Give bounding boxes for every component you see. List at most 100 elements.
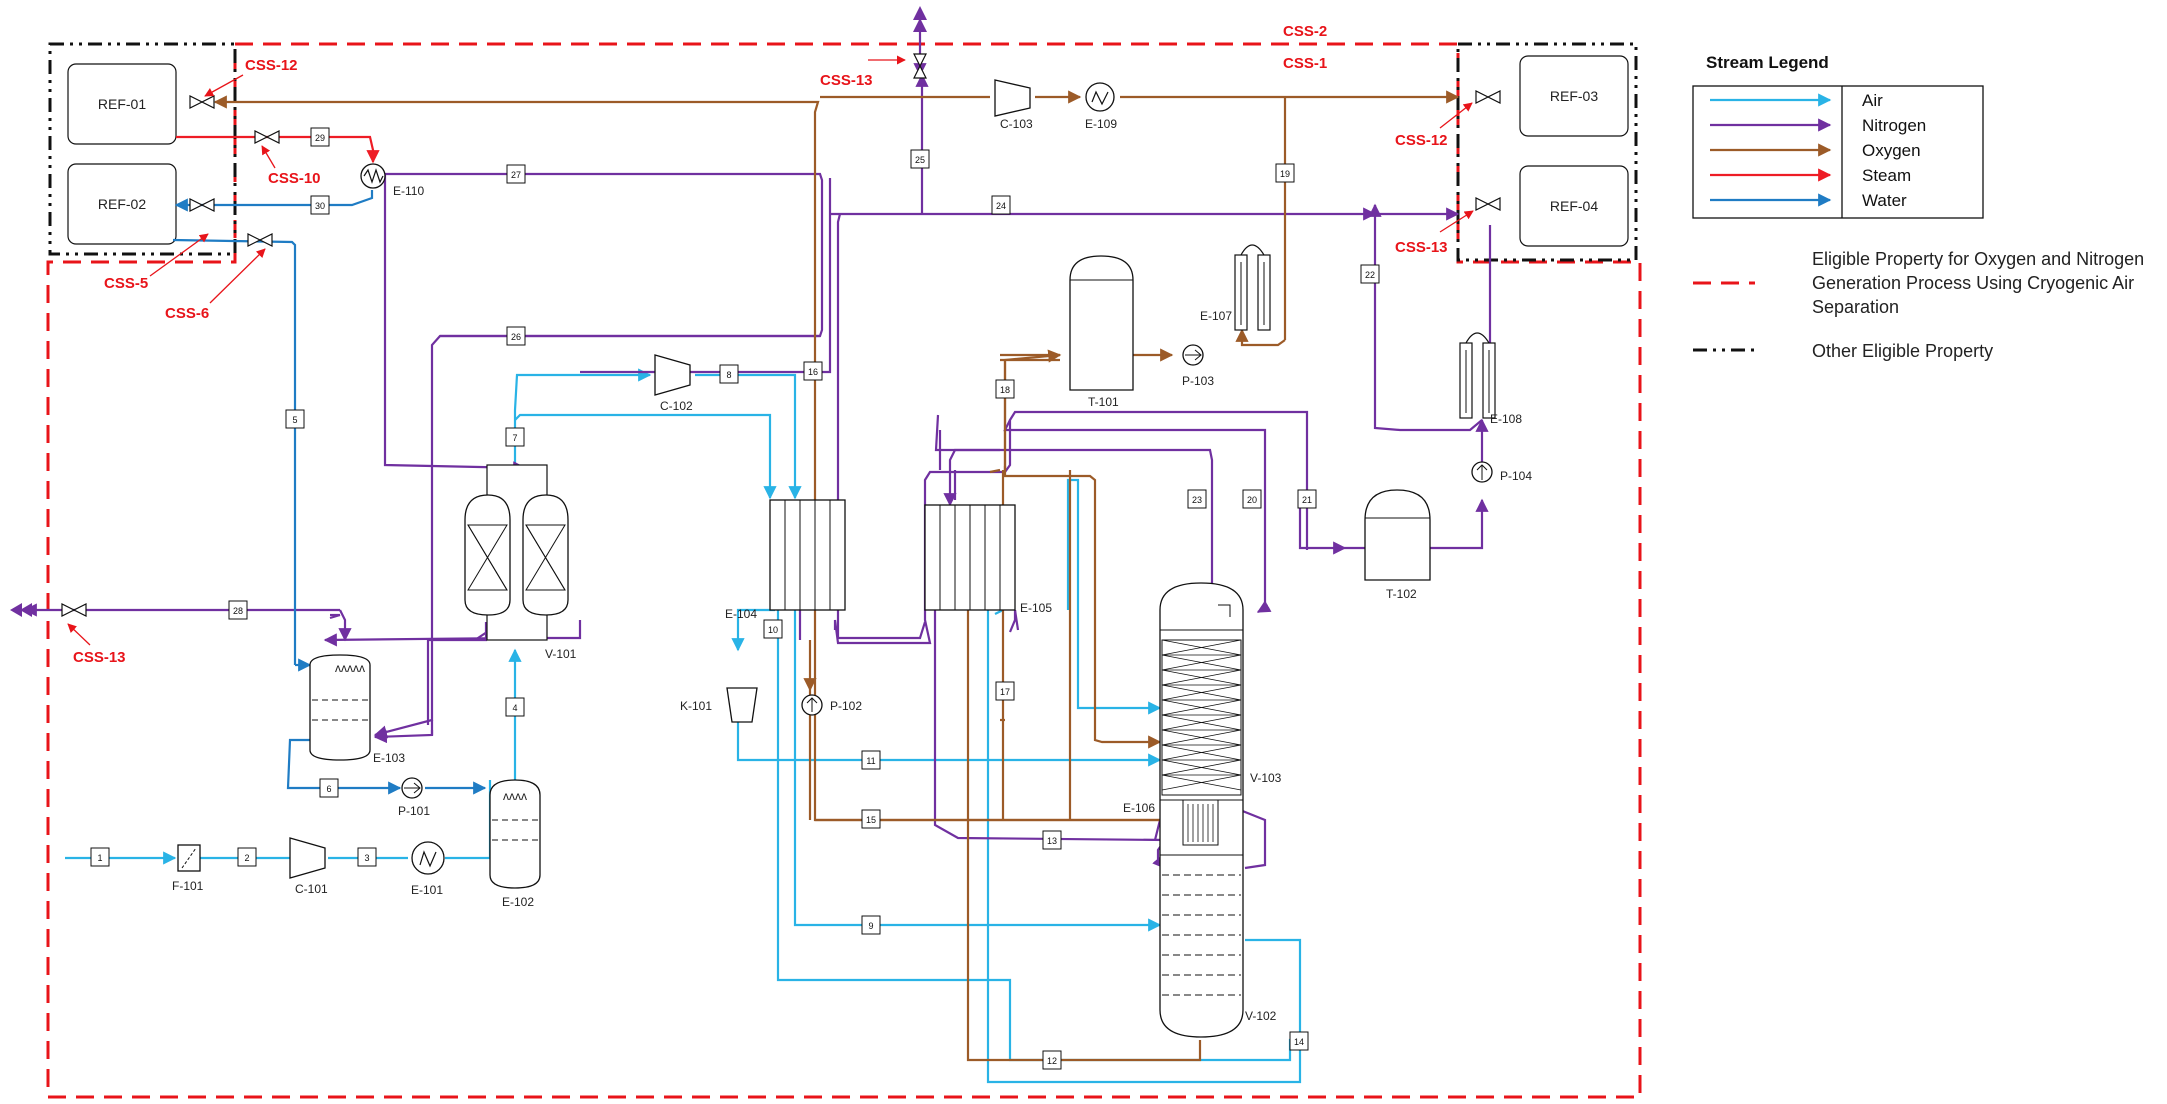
svg-text:E-103: E-103 — [373, 751, 405, 765]
svg-text:T-102: T-102 — [1386, 587, 1417, 601]
svg-text:E-108: E-108 — [1490, 412, 1522, 426]
svg-text:E-102: E-102 — [502, 895, 534, 909]
svg-text:17: 17 — [1000, 687, 1010, 697]
other-eligible-property-boundary — [48, 42, 1638, 262]
svg-text:V-103: V-103 — [1250, 771, 1282, 785]
svg-text:REF-02: REF-02 — [98, 196, 146, 212]
stream-legend: Stream Legend Air Nitrogen Oxygen Steam … — [1692, 53, 2149, 361]
svg-text:E-110: E-110 — [393, 184, 424, 198]
svg-text:CSS-6: CSS-6 — [165, 305, 209, 322]
svg-text:K-101: K-101 — [680, 699, 712, 713]
svg-text:3: 3 — [364, 853, 369, 863]
svg-text:E-104: E-104 — [725, 607, 757, 621]
svg-text:2: 2 — [244, 853, 249, 863]
svg-text:28: 28 — [233, 606, 243, 616]
svg-text:CSS-10: CSS-10 — [268, 170, 321, 187]
refinery-ref-01: REF-01 — [67, 63, 177, 145]
svg-text:P-103: P-103 — [1182, 374, 1214, 388]
svg-text:CSS-2: CSS-2 — [1283, 23, 1327, 40]
svg-text:ᴧᴧᴧᴧ: ᴧᴧᴧᴧ — [503, 789, 527, 803]
svg-text:10: 10 — [768, 625, 778, 635]
svg-text:Eligible Property for Oxygen a: Eligible Property for Oxygen and Nitroge… — [1812, 249, 2149, 317]
svg-text:C-101: C-101 — [295, 882, 328, 896]
air-streams — [65, 368, 1302, 1084]
tank-t101: T-101 — [1069, 255, 1134, 409]
heat-exchanger-e107: E-107 — [1200, 244, 1271, 331]
svg-text:26: 26 — [511, 332, 521, 342]
compressor-c101: C-101 — [289, 837, 328, 896]
svg-text:1: 1 — [97, 853, 102, 863]
svg-text:13: 13 — [1047, 836, 1057, 846]
compressor-c103: C-103 — [994, 79, 1033, 131]
svg-text:CSS-12: CSS-12 — [245, 57, 298, 74]
heat-exchanger-e109: E-109 — [1085, 82, 1117, 131]
svg-text:CSS-12: CSS-12 — [1395, 132, 1448, 149]
eligible-property-label-line: Generation Process Using Cryogenic Air — [1812, 273, 2134, 293]
heat-exchanger-e110: E-110 — [360, 163, 424, 198]
svg-text:4: 4 — [512, 703, 517, 713]
svg-text:E-109: E-109 — [1085, 117, 1117, 131]
svg-text:P-102: P-102 — [830, 699, 862, 713]
heat-exchanger-e101: E-101 — [411, 841, 445, 897]
pump-p102: P-102 — [801, 694, 862, 716]
svg-text:T-101: T-101 — [1088, 395, 1119, 409]
svg-text:27: 27 — [511, 170, 521, 180]
svg-text:REF-01: REF-01 — [98, 96, 146, 112]
heat-exchanger-e108: E-108 — [1459, 332, 1522, 426]
svg-text:Water: Water — [1862, 191, 1907, 210]
svg-text:Other Eligible Property: Other Eligible Property — [1812, 341, 1993, 361]
svg-text:12: 12 — [1047, 1056, 1057, 1066]
heat-exchanger-e104: E-104 — [725, 499, 846, 621]
svg-text:V-102: V-102 — [1245, 1009, 1277, 1023]
outlet-arrows — [10, 6, 927, 617]
svg-text:CSS-13: CSS-13 — [820, 72, 873, 89]
svg-text:5: 5 — [292, 415, 297, 425]
valves — [61, 53, 1501, 617]
pump-p101: P-101 — [398, 777, 430, 818]
svg-text:22: 22 — [1365, 270, 1375, 280]
svg-text:11: 11 — [866, 756, 875, 766]
svg-text:CSS-5: CSS-5 — [104, 275, 148, 292]
svg-text:Nitrogen: Nitrogen — [1862, 116, 1926, 135]
svg-text:23: 23 — [1192, 495, 1202, 505]
svg-text:CSS-1: CSS-1 — [1283, 55, 1327, 72]
svg-text:E-101: E-101 — [411, 883, 443, 897]
svg-text:REF-04: REF-04 — [1550, 198, 1598, 214]
svg-text:V-101: V-101 — [545, 647, 577, 661]
svg-text:REF-03: REF-03 — [1550, 88, 1598, 104]
svg-text:ᴧᴧᴧᴧᴧ: ᴧᴧᴧᴧᴧ — [335, 661, 365, 675]
svg-text:30: 30 — [315, 201, 325, 211]
svg-text:Steam: Steam — [1862, 166, 1911, 185]
svg-text:C-103: C-103 — [1000, 117, 1033, 131]
svg-text:24: 24 — [996, 201, 1006, 211]
svg-text:16: 16 — [808, 367, 818, 377]
svg-text:P-101: P-101 — [398, 804, 430, 818]
refinery-ref-04: REF-04 — [1519, 165, 1629, 247]
svg-text:8: 8 — [726, 370, 731, 380]
svg-text:E-106: E-106 — [1123, 801, 1155, 815]
svg-text:20: 20 — [1247, 495, 1257, 505]
svg-text:F-101: F-101 — [172, 879, 204, 893]
svg-text:19: 19 — [1280, 169, 1290, 179]
svg-text:29: 29 — [315, 133, 325, 143]
distillation-column-v103-v102: V-103 E-106 V-102 — [1123, 582, 1282, 1038]
expander-k101: K-101 — [680, 687, 758, 723]
svg-text:18: 18 — [1000, 385, 1010, 395]
svg-text:14: 14 — [1294, 1037, 1304, 1047]
water-streams — [172, 190, 487, 795]
svg-text:15: 15 — [866, 815, 876, 825]
eligible-property-label-line: Separation — [1812, 297, 1899, 317]
svg-text:21: 21 — [1302, 495, 1312, 505]
svg-text:Oxygen: Oxygen — [1862, 141, 1921, 160]
column-e102: ᴧᴧᴧᴧ E-102 — [489, 779, 541, 909]
pump-p103: P-103 — [1182, 344, 1214, 388]
svg-text:CSS-13: CSS-13 — [73, 649, 126, 666]
svg-text:E-105: E-105 — [1020, 601, 1052, 615]
compressor-c102: C-102 — [654, 354, 693, 413]
column-e103: ᴧᴧᴧᴧᴧ E-103 — [309, 654, 405, 765]
eligible-property-label-line: Eligible Property for Oxygen and Nitroge… — [1812, 249, 2144, 269]
oxygen-streams — [213, 90, 1460, 1062]
svg-text:Air: Air — [1862, 91, 1883, 110]
svg-text:E-107: E-107 — [1200, 309, 1232, 323]
